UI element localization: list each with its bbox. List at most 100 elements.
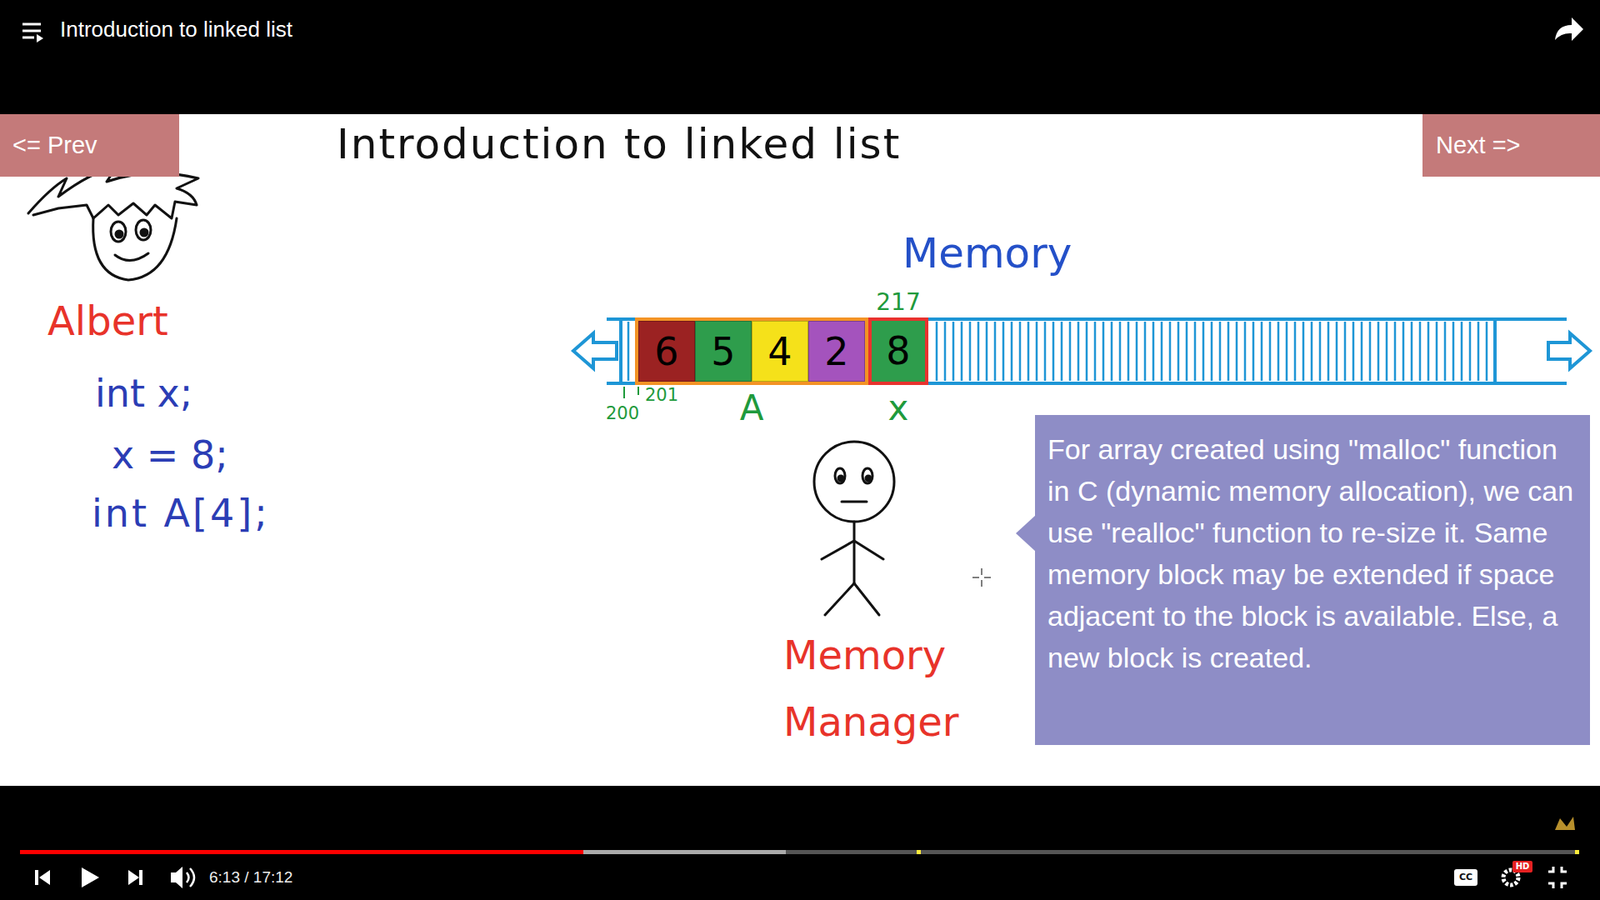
memory-cell-line (1402, 321, 1405, 381)
memory-cell-line (1127, 321, 1130, 381)
memory-cell-line (1469, 321, 1472, 381)
memory-cell-line (1027, 321, 1030, 381)
memory-cell-line (1102, 321, 1105, 381)
memory-cell-line (1394, 321, 1397, 381)
slide-title: Introduction to linked list (336, 121, 901, 168)
node-text: 5 (710, 332, 735, 371)
memory-cell-line (1202, 321, 1205, 381)
node-text-part: 8 (871, 331, 925, 370)
memory-cell-line (1369, 321, 1372, 381)
share-icon (1555, 17, 1584, 41)
cursor-crosshair (972, 568, 991, 587)
memory-cell-line (1219, 321, 1222, 381)
memory-cell-line (1110, 321, 1114, 381)
memory-cell-line (1085, 321, 1089, 381)
memory-cell-line (1460, 321, 1464, 381)
memory-cell-line (1360, 321, 1364, 381)
memory-cell-line (1452, 321, 1455, 381)
memory-cell-line (1260, 321, 1264, 381)
memory-cell-line (1485, 321, 1489, 381)
memory-cell-line (1235, 321, 1239, 381)
memory-strip (573, 319, 1590, 384)
memory-cell-line (977, 321, 980, 381)
memory-cell-line (1060, 321, 1064, 381)
player-controls (35, 860, 1567, 889)
memory-cell-line (1069, 321, 1072, 381)
memory-cell-line (1377, 321, 1380, 381)
memory-cell-line (1044, 321, 1047, 381)
node-text: 2 (824, 332, 849, 371)
node-text: For array created using "malloc" functio… (1047, 428, 1575, 679)
memory-cell-line (1094, 321, 1097, 381)
code-line: int x; (95, 371, 193, 416)
time-display: 6:13 / 17:12 (209, 868, 293, 887)
memory-cell-line (1194, 321, 1197, 381)
memory-cell-line (1435, 321, 1439, 381)
memory-cell-line (1152, 321, 1155, 381)
figure-name: Memory Manager (783, 621, 1034, 755)
callout-pointer (1015, 515, 1036, 552)
code-line: x = 8; (111, 433, 229, 478)
memory-cell-line (1185, 321, 1189, 381)
memory-heading: Memory (902, 230, 1072, 279)
memory-cell-line (969, 321, 972, 381)
progress-bar (20, 850, 1580, 855)
variable-cell: 2178x (868, 317, 929, 385)
memory-cell-line (1052, 321, 1055, 381)
memory-cell: 4 (751, 320, 809, 382)
channel-logo (1555, 816, 1575, 830)
address-label: 200 (605, 403, 640, 424)
code-line: int A[4]; (91, 491, 270, 536)
memory-cell-line (1035, 321, 1039, 381)
memory-cell-line (1277, 321, 1280, 381)
node-text-part: x (871, 390, 925, 426)
memory-cells (628, 321, 1487, 381)
memory-cell-line (1302, 321, 1305, 381)
slide-background (0, 114, 1600, 786)
prev-button: <= Prev (0, 114, 180, 177)
memory-cell-line (935, 321, 939, 381)
memory-cell-line (1252, 321, 1255, 381)
memory-cell-line (1444, 321, 1447, 381)
character-name: Albert (47, 298, 169, 345)
node-text: 4 (767, 332, 792, 371)
memory-cell-line (994, 321, 997, 381)
node-text-part: 217 (863, 290, 934, 315)
memory-cell-line (1477, 321, 1480, 381)
memory-cell-line (1410, 321, 1414, 381)
memory-cell-line (1177, 321, 1180, 381)
memory-cell-line (1210, 321, 1214, 381)
memory-cell-line (944, 321, 947, 381)
memory-cell-line (1344, 321, 1347, 381)
next-button: Next => (1422, 114, 1600, 177)
video-title: Introduction to linked list (60, 17, 293, 43)
node-text: 6 (654, 332, 679, 371)
annotation-box: For array created using "malloc" functio… (1035, 415, 1590, 745)
memory-cell-line (1119, 321, 1122, 381)
memory-cell-line (1285, 321, 1289, 381)
memory-manager-figure (814, 441, 895, 615)
memory-cell-line (1419, 321, 1422, 381)
memory-cell-line (1335, 321, 1339, 381)
memory-cell: 2 (808, 320, 865, 382)
node-text: <= Prev (12, 131, 98, 160)
memory-cell-line (627, 321, 630, 381)
memory-cell: 5 (695, 320, 752, 382)
memory-cell-line (1227, 321, 1230, 381)
memory-cell: 6 (638, 320, 695, 382)
memory-cell-line (1160, 321, 1164, 381)
address-ticks (624, 386, 639, 399)
memory-cell-line (1385, 321, 1389, 381)
playlist-icon (22, 24, 44, 43)
memory-cell-line (1135, 321, 1139, 381)
memory-cell-line (1244, 321, 1247, 381)
node-text: Next => (1435, 131, 1521, 160)
memory-cell-line (1352, 321, 1355, 381)
memory-cell-line (960, 321, 964, 381)
memory-cell-line (1427, 321, 1430, 381)
memory-cell-line (952, 321, 955, 381)
memory-cell-line (1010, 321, 1014, 381)
memory-cell-line (1269, 321, 1272, 381)
memory-cell-line (1002, 321, 1005, 381)
memory-cell-line (1144, 321, 1147, 381)
